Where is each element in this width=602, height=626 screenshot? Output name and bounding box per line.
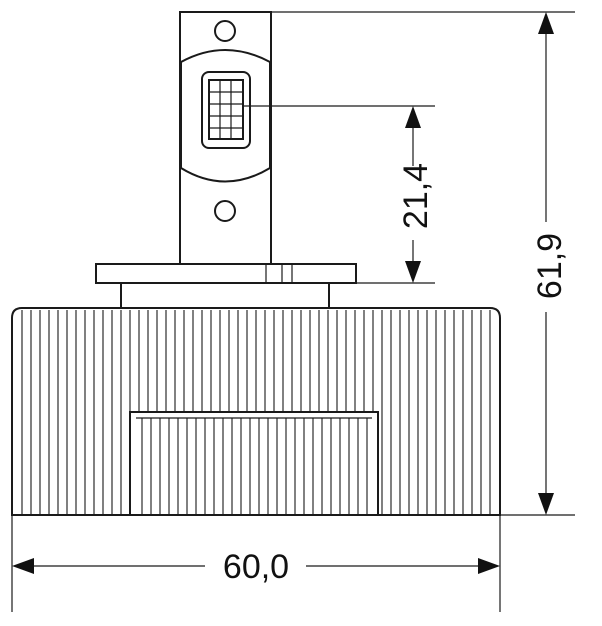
- mounting-flange: [95, 263, 357, 284]
- dimension-label-21-4: 21,4: [397, 163, 435, 229]
- panel-fins: [136, 417, 372, 515]
- dimension-width: 60,0: [11, 515, 501, 612]
- heatsink-body: [11, 307, 501, 516]
- led-chip: [201, 71, 251, 149]
- upper-screw-hole: [214, 20, 236, 42]
- dimension-total-height: 61,9: [271, 11, 575, 516]
- lower-screw-hole: [214, 200, 236, 222]
- chip-grid: [209, 80, 243, 139]
- dimension-chip-to-base: 21,4: [243, 105, 435, 284]
- base-collar: [120, 282, 330, 309]
- heatsink-label-panel: [129, 411, 379, 516]
- dimension-label-60-0: 60,0: [223, 548, 289, 586]
- led-stem: [179, 11, 272, 265]
- dimension-label-61-9: 61,9: [531, 233, 569, 299]
